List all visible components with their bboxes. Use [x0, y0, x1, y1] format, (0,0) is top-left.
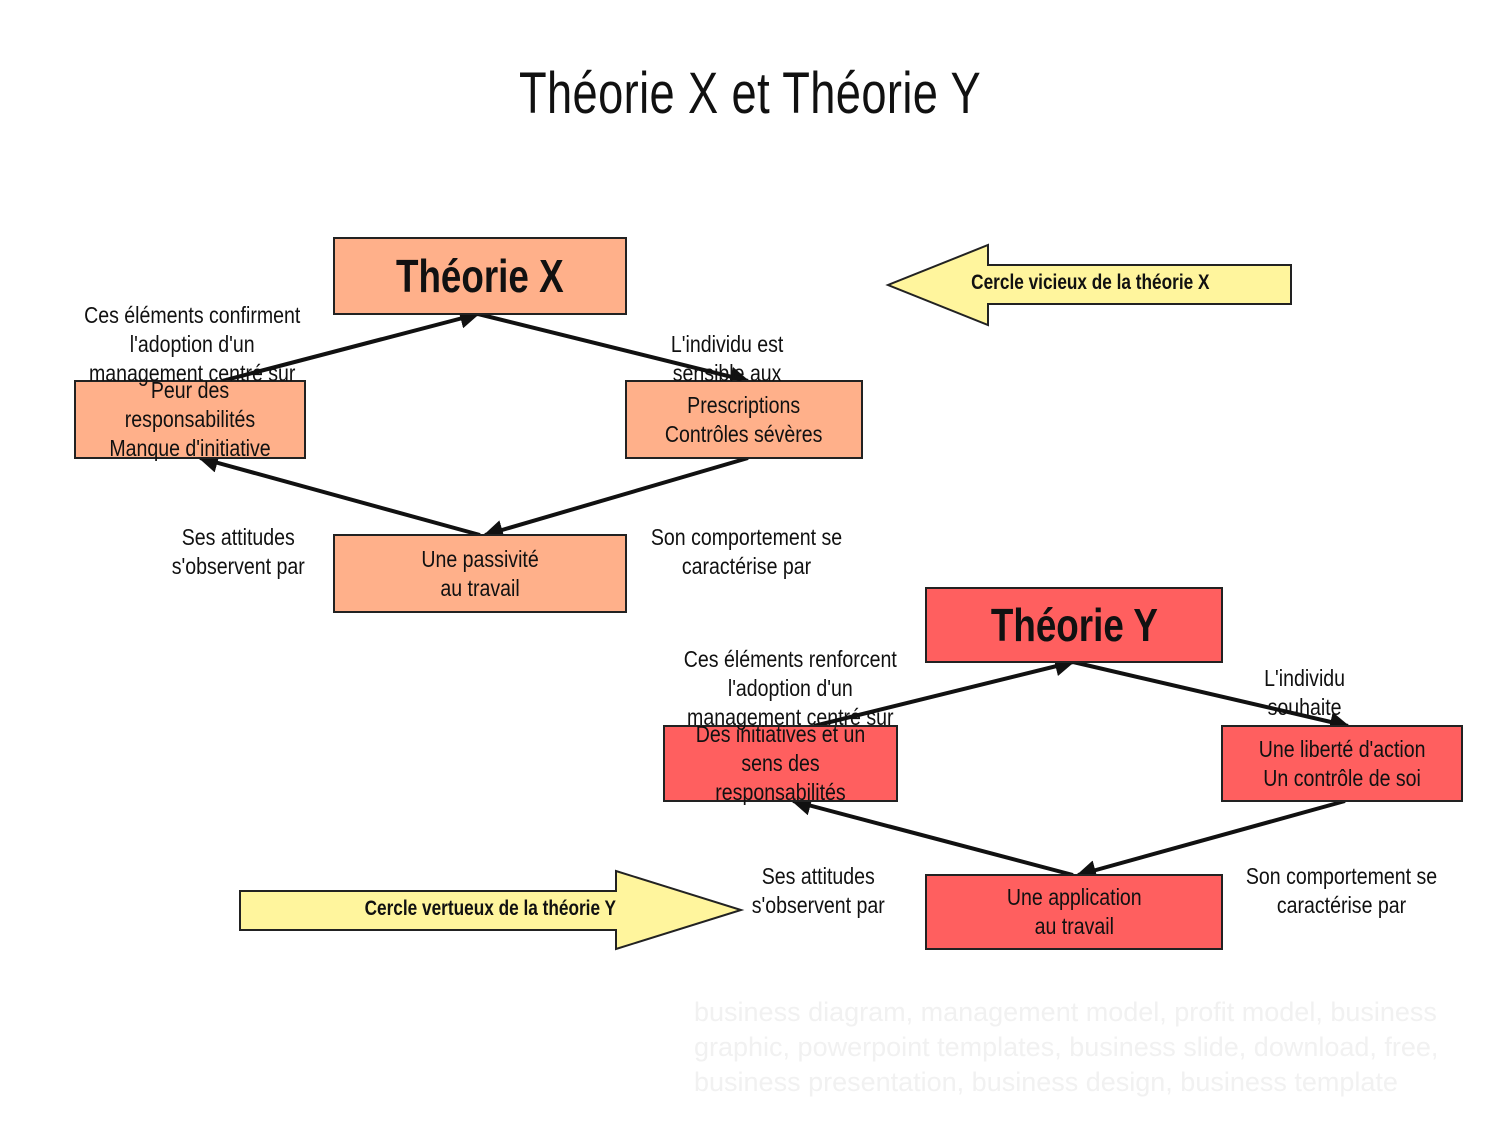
- banner-vicious-text: Cercle vicieux de la théorie X: [970, 271, 1210, 294]
- theory-x-right-text: Prescriptions Contrôles sévères: [665, 391, 823, 447]
- theory-x-bottom-box: Une passivité au travail: [333, 534, 627, 613]
- theory-y-bottom-box: Une application au travail: [925, 874, 1223, 950]
- watermark-text: business diagram, management model, prof…: [694, 997, 1439, 1097]
- arrow-y-left-to-head: [813, 656, 1075, 728]
- arrow-x-right-to-bottom: [483, 456, 749, 540]
- theory-y-left-box: Des initiatives et un sens des responsab…: [663, 721, 898, 805]
- arrow-x-left-to-head: [221, 308, 480, 383]
- arrow-y-head-to-right: [1072, 660, 1350, 732]
- theory-y-head-text: Théorie Y: [990, 599, 1158, 651]
- arrow-y-bottom-to-left: [791, 795, 1074, 877]
- theory-y-head-box: Théorie Y: [925, 587, 1223, 663]
- theory-y-right-box: Une liberté d'action Un contrôle de soi: [1221, 725, 1463, 802]
- theory-y-label-top-right: L'individu souhaite: [1264, 665, 1346, 720]
- banner-arrow-virtuous: [239, 869, 745, 951]
- theory-y-right-text: Une liberté d'action Un contrôle de soi: [1258, 735, 1426, 791]
- arrow-x-bottom-to-left: [198, 453, 481, 537]
- theory-x-label-top-left: Ces éléments confirment l'adoption d'un …: [84, 302, 301, 386]
- arrow-x-head-to-right: [477, 312, 750, 387]
- theory-x-left-text: Peur des responsabilités Manque d'initia…: [109, 377, 271, 461]
- theory-y-label-bottom-right: Son comportement se caractérise par: [1246, 863, 1438, 918]
- theory-x-label-top-right: L'individu est sensible aux: [670, 331, 784, 386]
- theory-x-head-box: Théorie X: [333, 237, 627, 315]
- theory-x-head-text: Théorie X: [396, 250, 564, 302]
- theory-x-left-box: Peur des responsabilités Manque d'initia…: [74, 377, 306, 461]
- banner-arrow-vicious: [885, 243, 1292, 327]
- theory-y-bottom-text: Une application au travail: [1006, 884, 1142, 939]
- theory-x-bottom-text: Une passivité au travail: [421, 545, 539, 601]
- page-title: Théorie X et Théorie Y: [518, 61, 982, 126]
- theory-y-left-text: Des initiatives et un sens des responsab…: [695, 721, 866, 805]
- theory-x-right-box: Prescriptions Contrôles sévères: [625, 380, 863, 459]
- banner-virtuous-text: Cercle vertueux de la théorie Y: [364, 897, 616, 920]
- theory-y-label-top-left: Ces éléments renforcent l'adoption d'un …: [683, 646, 897, 730]
- arrow-y-right-to-bottom: [1076, 799, 1346, 880]
- theory-y-label-bottom-left: Ses attitudes s'observent par: [751, 863, 885, 918]
- theory-x-label-bottom-right: Son comportement se caractérise par: [651, 524, 843, 579]
- theory-x-label-bottom-left: Ses attitudes s'observent par: [171, 524, 305, 579]
